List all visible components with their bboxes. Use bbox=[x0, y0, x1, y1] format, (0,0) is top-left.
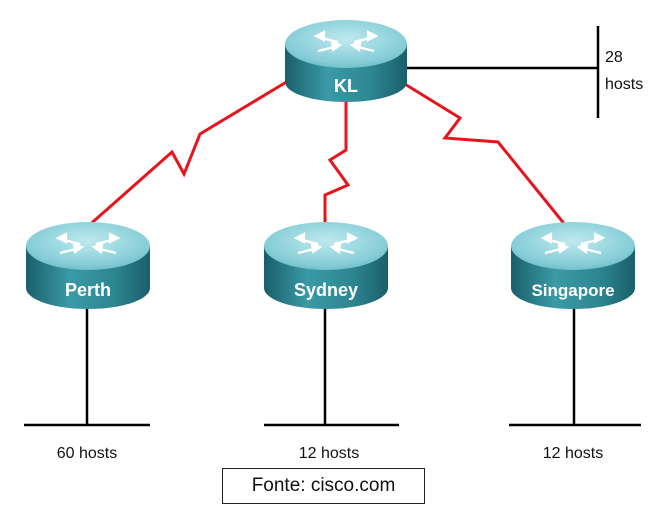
lan-singapore-hosts-label: 12 hosts bbox=[543, 445, 603, 462]
router-icon bbox=[285, 20, 407, 102]
wan-link-kl-sydney bbox=[323, 96, 351, 228]
router-label-sydney: Sydney bbox=[294, 280, 358, 300]
wan-link-kl-perth bbox=[85, 73, 299, 230]
router-perth: Perth bbox=[26, 222, 150, 309]
lan-kl-hosts-word: hosts bbox=[605, 76, 643, 93]
lan-singapore bbox=[509, 305, 641, 427]
lan-sydney bbox=[264, 305, 399, 427]
router-label-singapore: Singapore bbox=[531, 281, 614, 300]
lan-kl-hosts-count: 28 bbox=[605, 49, 623, 66]
lan-perth bbox=[24, 305, 150, 427]
router-label-kl: KL bbox=[334, 76, 358, 96]
lan-perth-hosts-label: 60 hosts bbox=[57, 445, 117, 462]
lan-sydney-hosts-label: 12 hosts bbox=[299, 445, 359, 462]
source-caption-text: Fonte: cisco.com bbox=[251, 475, 396, 496]
router-sydney: Sydney bbox=[264, 222, 388, 309]
router-label-perth: Perth bbox=[65, 280, 111, 300]
router-singapore: Singapore bbox=[511, 222, 635, 309]
router-kl: KL bbox=[285, 20, 407, 102]
lan-kl bbox=[398, 26, 600, 118]
router-icon bbox=[26, 222, 150, 309]
router-icon bbox=[264, 222, 388, 309]
wan-link-kl-singapore bbox=[394, 76, 568, 227]
router-icon bbox=[511, 222, 635, 309]
source-caption: Fonte: cisco.com bbox=[222, 468, 425, 504]
